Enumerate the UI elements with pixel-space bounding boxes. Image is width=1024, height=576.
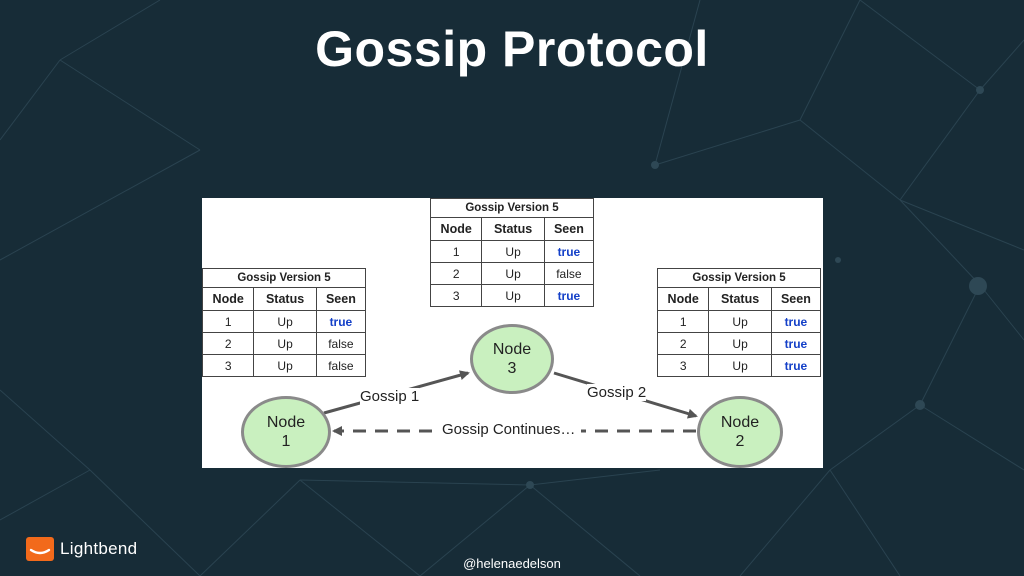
table-caption: Gossip Version 5 <box>657 268 821 288</box>
gossip-table-right: Gossip Version 5 Node Status Seen 1 Up t… <box>656 268 822 377</box>
brand-name: Lightbend <box>60 539 138 558</box>
gossip-diagram: Gossip Version 5 Node Status Seen 1 Up t… <box>201 198 823 468</box>
table-caption: Gossip Version 5 <box>430 198 594 218</box>
table-row: 2 Up true <box>656 332 822 355</box>
gossip1-label: Gossip 1 <box>360 388 420 405</box>
node-1: Node 1 <box>241 396 331 468</box>
column-header-node: Node <box>429 217 483 241</box>
table-row: 3 Up true <box>429 284 595 307</box>
node-2: Node 2 <box>697 396 783 468</box>
node-label: Node <box>492 341 532 358</box>
column-header-status: Status <box>481 217 545 241</box>
seen-value: true <box>770 310 822 333</box>
seen-value: true <box>770 332 822 355</box>
column-header-status: Status <box>253 287 317 311</box>
slide-title: Gossip Protocol <box>315 21 709 77</box>
column-header-status: Status <box>708 287 772 311</box>
table-row: 1 Up true <box>429 240 595 263</box>
seen-value: true <box>543 240 595 263</box>
node-3: Node 3 <box>470 324 554 394</box>
gossip2-label: Gossip 2 <box>587 384 647 401</box>
brand: Lightbend <box>26 537 137 561</box>
node-label: Node <box>720 414 760 431</box>
column-header-node: Node <box>656 287 710 311</box>
seen-value: false <box>315 354 367 377</box>
seen-value: true <box>315 310 367 333</box>
table-row: 2 Up false <box>429 262 595 285</box>
column-header-node: Node <box>201 287 255 311</box>
table-row: 1 Up true <box>201 310 367 333</box>
seen-value: false <box>543 262 595 285</box>
column-header-seen: Seen <box>315 287 367 311</box>
table-caption: Gossip Version 5 <box>202 268 366 288</box>
table-row: 3 Up false <box>201 354 367 377</box>
gossip-table-left: Gossip Version 5 Node Status Seen 1 Up t… <box>201 268 367 377</box>
table-row: 2 Up false <box>201 332 367 355</box>
table-row: 1 Up true <box>656 310 822 333</box>
node-number: 2 <box>735 433 745 450</box>
column-header-seen: Seen <box>543 217 595 241</box>
table-row: 3 Up true <box>656 354 822 377</box>
seen-value: true <box>543 284 595 307</box>
lightbend-logo-icon <box>26 537 54 561</box>
gossip-table-middle: Gossip Version 5 Node Status Seen 1 Up t… <box>429 198 595 307</box>
seen-value: false <box>315 332 367 355</box>
author-handle: @helenaedelson <box>463 556 561 571</box>
node-number: 3 <box>507 360 517 377</box>
gossip-continues-label: Gossip Continues… <box>436 421 582 438</box>
node-label: Node <box>266 414 306 431</box>
node-number: 1 <box>281 433 291 450</box>
seen-value: true <box>770 354 822 377</box>
column-header-seen: Seen <box>770 287 822 311</box>
